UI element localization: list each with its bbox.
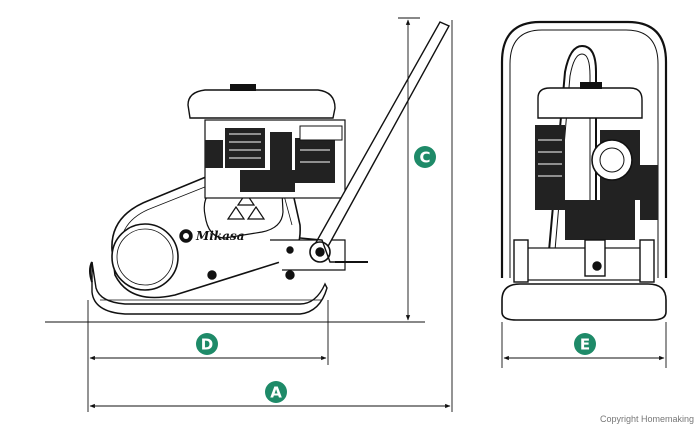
- front-filter: [591, 139, 633, 181]
- badge-a: A: [265, 381, 287, 403]
- front-view: [500, 20, 668, 321]
- logo-text: Mikasa: [195, 229, 244, 243]
- svg-text:E: E: [580, 336, 590, 354]
- badge-c: C: [414, 146, 436, 168]
- rear-stub: [89, 261, 93, 283]
- engine-details: [205, 128, 335, 192]
- front-dimensions: [501, 322, 667, 368]
- side-dimensions: [87, 17, 453, 412]
- front-base-plate: [501, 283, 667, 321]
- fuel-tank: [187, 89, 336, 119]
- front-fuel-tank: [537, 87, 643, 119]
- side-view: [45, 21, 450, 323]
- base-plate: [91, 261, 328, 315]
- brand-mark-icon: [226, 191, 266, 220]
- badge-d: D: [196, 333, 218, 355]
- badge-e: E: [574, 333, 596, 355]
- front-handle: [547, 44, 597, 263]
- svg-text:D: D: [201, 336, 213, 354]
- pulley: [111, 223, 179, 291]
- svg-text:A: A: [270, 384, 282, 402]
- svg-text:C: C: [419, 149, 430, 167]
- guard-frame: [500, 20, 668, 278]
- copyright-text: Copyright Homemaking: [599, 414, 694, 424]
